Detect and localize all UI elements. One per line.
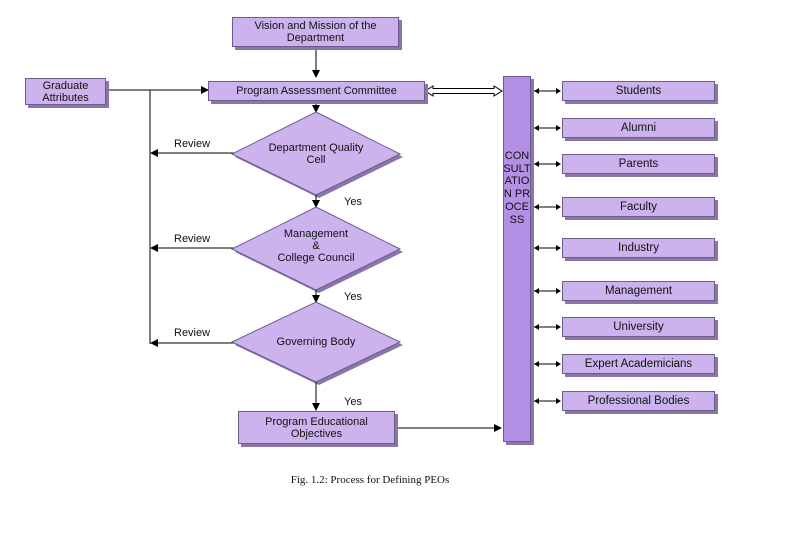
program-assessment-committee-box: Program Assessment Committee [208,81,425,101]
arrowhead-right-management [556,288,561,294]
arrowhead-left-alumni [534,125,539,131]
stakeholder-industry: Industry [562,238,715,258]
arrowhead-left-faculty [534,204,539,210]
yes-label-3: Yes [344,396,362,408]
dqc-label: Department Quality Cell [268,142,364,166]
management-label: Management & College Council [252,226,380,266]
stakeholder-faculty: Faculty [562,197,715,217]
figure-caption: Fig. 1.2: Process for Defining PEOs [290,474,450,486]
stakeholder-alumni: Alumni [562,118,715,138]
yes-label-1: Yes [344,196,362,208]
vision-mission-box: Vision and Mission of the Department [232,17,399,47]
arrowhead-right-university [556,324,561,330]
governing-body-label: Governing Body [276,336,356,348]
stakeholder-professional-bodies: Professional Bodies [562,391,715,411]
consultation-process-bar [503,76,531,442]
review-label-3: Review [174,327,211,339]
yes-label-2: Yes [344,291,362,303]
consultation-process-label: CONSULTATION PROCESS [503,150,531,226]
arrowhead-right-alumni [556,125,561,131]
arrowhead-left-expert-academicians [534,361,539,367]
graduate-attributes-box: Graduate Attributes [25,78,106,105]
stakeholder-university: University [562,317,715,337]
arrowhead-right-expert-academicians [556,361,561,367]
stakeholder-parents: Parents [562,154,715,174]
stakeholder-students: Students [562,81,715,101]
arrowhead-right-parents [556,161,561,167]
arrowhead-right-professional-bodies [556,398,561,404]
stakeholder-arrows [534,88,561,404]
arrowhead-right-industry [556,245,561,251]
management-label-line3: College Council [277,252,355,264]
arrowhead-left-students [534,88,539,94]
arrowhead-right-students [556,88,561,94]
arrowhead-left-professional-bodies [534,398,539,404]
stakeholder-expert-academicians: Expert Academicians [562,354,715,374]
arrowhead-right-faculty [556,204,561,210]
arrowhead-left-management [534,288,539,294]
stakeholder-management: Management [562,281,715,301]
pac-consultation-double-arrow [424,85,503,97]
review-label-2: Review [174,233,211,245]
management-label-line1: Management [283,228,349,240]
arrowhead-left-industry [534,245,539,251]
program-educational-objectives-box: Program Educational Objectives [238,411,395,444]
management-label-line2: & [312,240,320,252]
arrowhead-left-parents [534,161,539,167]
arrowhead-left-university [534,324,539,330]
review-label-1: Review [174,138,211,150]
